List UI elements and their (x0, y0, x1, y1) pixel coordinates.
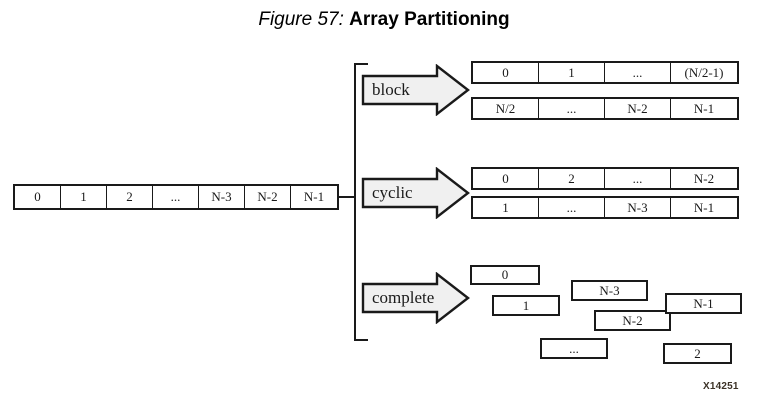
cyclic-partition-cell: 1 (473, 198, 539, 217)
block-partition-cell: N-1 (671, 99, 737, 118)
complete-partition-box: N-1 (665, 293, 742, 314)
cyclic-partition-cell: N-3 (605, 198, 671, 217)
source-array-cell: N-3 (199, 186, 245, 208)
cyclic-arrow-icon: cyclic (361, 167, 471, 219)
cyclic-partition-cell: N-1 (671, 198, 737, 217)
block-partition-cell: N/2 (473, 99, 539, 118)
block-partition-row: N/2 ... N-2 N-1 (471, 97, 739, 120)
complete-partition-box: ... (540, 338, 608, 359)
partition-bracket (354, 63, 368, 341)
complete-partition-box: N-3 (571, 280, 648, 301)
complete-arrow-icon: complete (361, 272, 471, 324)
cyclic-partition-cell: ... (605, 169, 671, 188)
block-arrow-icon: block (361, 64, 471, 116)
figure-watermark-id: X14251 (703, 381, 739, 392)
figure-number: Figure 57: (258, 9, 344, 30)
source-array: 0 1 2 ... N-3 N-2 N-1 (13, 184, 339, 210)
complete-partition-box: N-2 (594, 310, 671, 331)
cyclic-partition-row: 0 2 ... N-2 (471, 167, 739, 190)
source-array-cell: 1 (61, 186, 107, 208)
partition-label-complete: complete (372, 288, 435, 307)
cyclic-partition-row: 1 ... N-3 N-1 (471, 196, 739, 219)
cyclic-partition-cell: N-2 (671, 169, 737, 188)
source-array-cell: ... (153, 186, 199, 208)
source-array-cell: 0 (15, 186, 61, 208)
block-partition-cell: 1 (539, 63, 605, 82)
complete-partition-box: 2 (663, 343, 732, 364)
block-partition-cell: 0 (473, 63, 539, 82)
block-partition-row: 0 1 ... (N/2-1) (471, 61, 739, 84)
array-to-bracket-connector (339, 196, 356, 198)
block-partition-cell: (N/2-1) (671, 63, 737, 82)
source-array-cell: N-1 (291, 186, 337, 208)
partition-label-block: block (372, 80, 410, 99)
complete-partition-box: 1 (492, 295, 560, 316)
cyclic-partition-cell: 2 (539, 169, 605, 188)
block-partition-cell: N-2 (605, 99, 671, 118)
cyclic-partition-cell: 0 (473, 169, 539, 188)
block-partition-cell: ... (605, 63, 671, 82)
cyclic-partition-cell: ... (539, 198, 605, 217)
figure-title: Figure 57: Array Partitioning (0, 8, 768, 32)
source-array-cell: 2 (107, 186, 153, 208)
complete-partition-box: 0 (470, 265, 540, 285)
figure-name: Array Partitioning (349, 9, 510, 30)
source-array-cell: N-2 (245, 186, 291, 208)
partition-label-cyclic: cyclic (372, 183, 413, 202)
block-partition-cell: ... (539, 99, 605, 118)
